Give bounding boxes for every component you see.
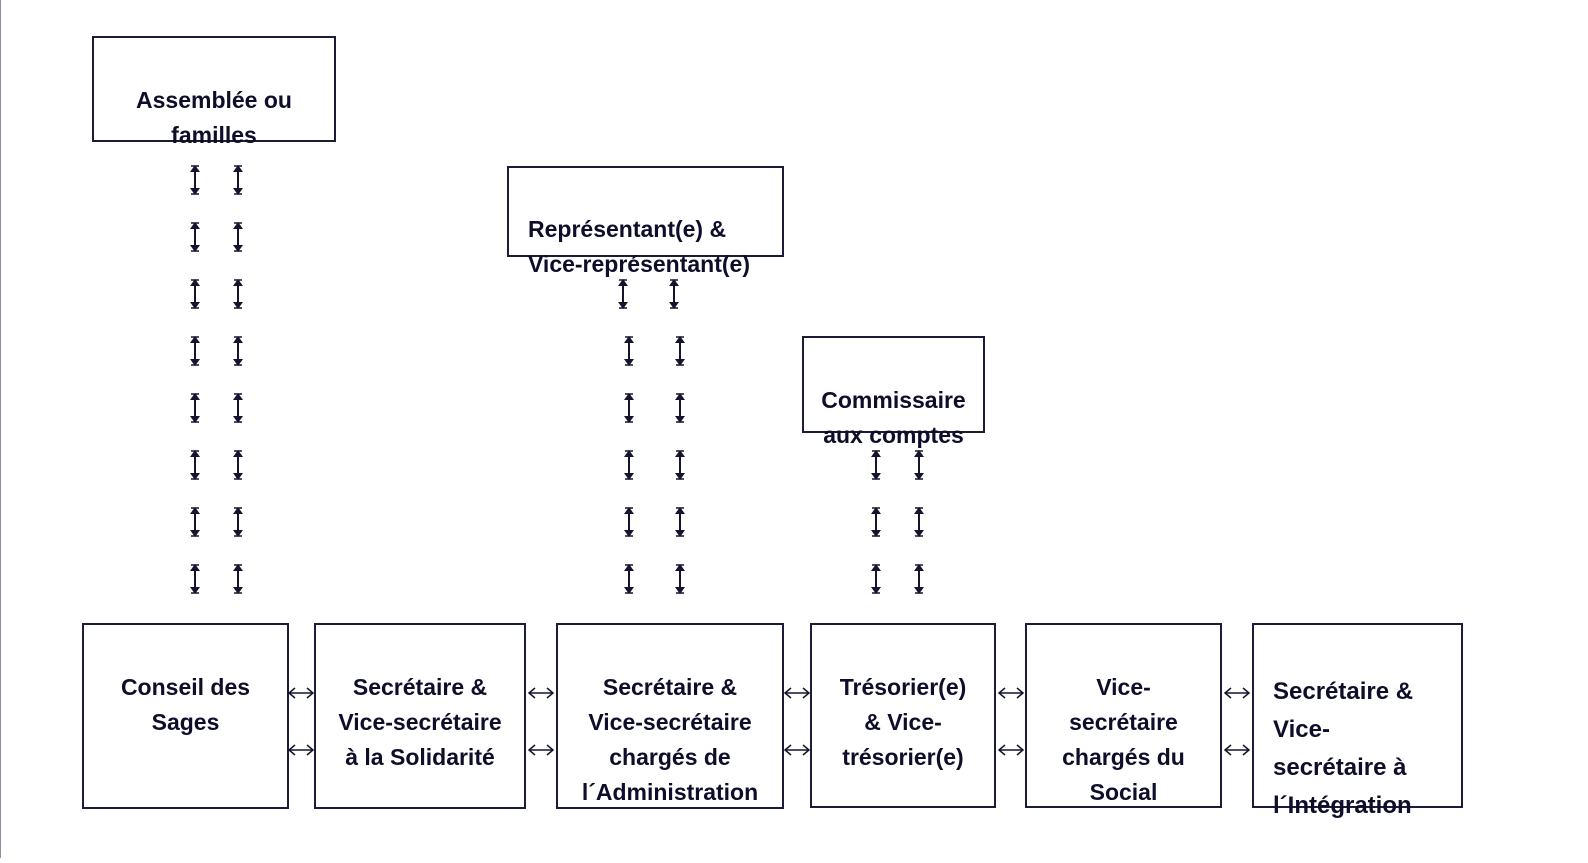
- up-down-arrow-icon: [233, 450, 243, 480]
- up-down-arrow-icon: [914, 450, 924, 480]
- secretaire-integration-label: Secrétaire & Vice- secrétaire à l´Intégr…: [1273, 678, 1414, 819]
- assemblee-box: Assemblée ou familles: [92, 36, 336, 148]
- left-right-arrow-icon: [527, 744, 555, 756]
- vice-secretaire-social-box: Vice- secrétaire chargés du Social: [1025, 623, 1222, 808]
- up-down-arrow-icon: [190, 165, 200, 195]
- left-right-arrow-icon: [997, 687, 1025, 699]
- commissaire-box: Commissaire aux comptes: [802, 336, 985, 448]
- assemblee-label: Assemblée ou familles: [136, 87, 292, 148]
- tresorier-label: Trésorier(e) & Vice- trésorier(e): [839, 674, 967, 770]
- up-down-arrow-icon: [624, 564, 634, 594]
- page-edge: [0, 0, 1, 858]
- up-down-arrow-icon: [669, 279, 679, 309]
- left-right-arrow-icon: [1223, 744, 1251, 756]
- secretaire-solidarite-label: Secrétaire & Vice-secrétaire à la Solida…: [338, 674, 502, 770]
- commissaire-label: Commissaire aux comptes: [821, 387, 966, 448]
- left-right-arrow-icon: [997, 744, 1025, 756]
- up-down-arrow-icon: [190, 507, 200, 537]
- up-down-arrow-icon: [233, 507, 243, 537]
- up-down-arrow-icon: [914, 564, 924, 594]
- secretaire-integration-box: Secrétaire & Vice- secrétaire à l´Intégr…: [1252, 623, 1463, 819]
- up-down-arrow-icon: [190, 393, 200, 423]
- up-down-arrow-icon: [190, 336, 200, 366]
- up-down-arrow-icon: [871, 564, 881, 594]
- representant-box: Représentant(e) & Vice-représentant(e): [507, 166, 784, 277]
- up-down-arrow-icon: [624, 393, 634, 423]
- up-down-arrow-icon: [233, 564, 243, 594]
- up-down-arrow-icon: [233, 336, 243, 366]
- vice-secretaire-social-label: Vice- secrétaire chargés du Social: [1062, 674, 1185, 805]
- left-right-arrow-icon: [527, 687, 555, 699]
- secretaire-administration-box: Secrétaire & Vice-secrétaire chargés de …: [556, 623, 784, 809]
- conseil-sages-label: Conseil des Sages: [120, 674, 251, 735]
- up-down-arrow-icon: [190, 279, 200, 309]
- secretaire-solidarite-box: Secrétaire & Vice-secrétaire à la Solida…: [314, 623, 526, 809]
- up-down-arrow-icon: [675, 450, 685, 480]
- up-down-arrow-icon: [871, 450, 881, 480]
- left-right-arrow-icon: [1223, 687, 1251, 699]
- up-down-arrow-icon: [624, 336, 634, 366]
- secretaire-administration-label: Secrétaire & Vice-secrétaire chargés de …: [581, 674, 759, 805]
- up-down-arrow-icon: [618, 279, 628, 309]
- up-down-arrow-icon: [624, 450, 634, 480]
- up-down-arrow-icon: [190, 450, 200, 480]
- left-right-arrow-icon: [287, 687, 315, 699]
- conseil-sages-box: Conseil des Sages: [82, 623, 289, 809]
- up-down-arrow-icon: [233, 279, 243, 309]
- up-down-arrow-icon: [871, 507, 881, 537]
- left-right-arrow-icon: [287, 744, 315, 756]
- up-down-arrow-icon: [233, 165, 243, 195]
- up-down-arrow-icon: [624, 507, 634, 537]
- tresorier-box: Trésorier(e) & Vice- trésorier(e): [810, 623, 996, 808]
- up-down-arrow-icon: [675, 507, 685, 537]
- left-right-arrow-icon: [783, 744, 811, 756]
- left-right-arrow-icon: [783, 687, 811, 699]
- up-down-arrow-icon: [190, 564, 200, 594]
- up-down-arrow-icon: [675, 564, 685, 594]
- up-down-arrow-icon: [675, 336, 685, 366]
- up-down-arrow-icon: [914, 507, 924, 537]
- up-down-arrow-icon: [233, 222, 243, 252]
- up-down-arrow-icon: [190, 222, 200, 252]
- up-down-arrow-icon: [233, 393, 243, 423]
- up-down-arrow-icon: [675, 393, 685, 423]
- representant-label: Représentant(e) & Vice-représentant(e): [528, 216, 750, 277]
